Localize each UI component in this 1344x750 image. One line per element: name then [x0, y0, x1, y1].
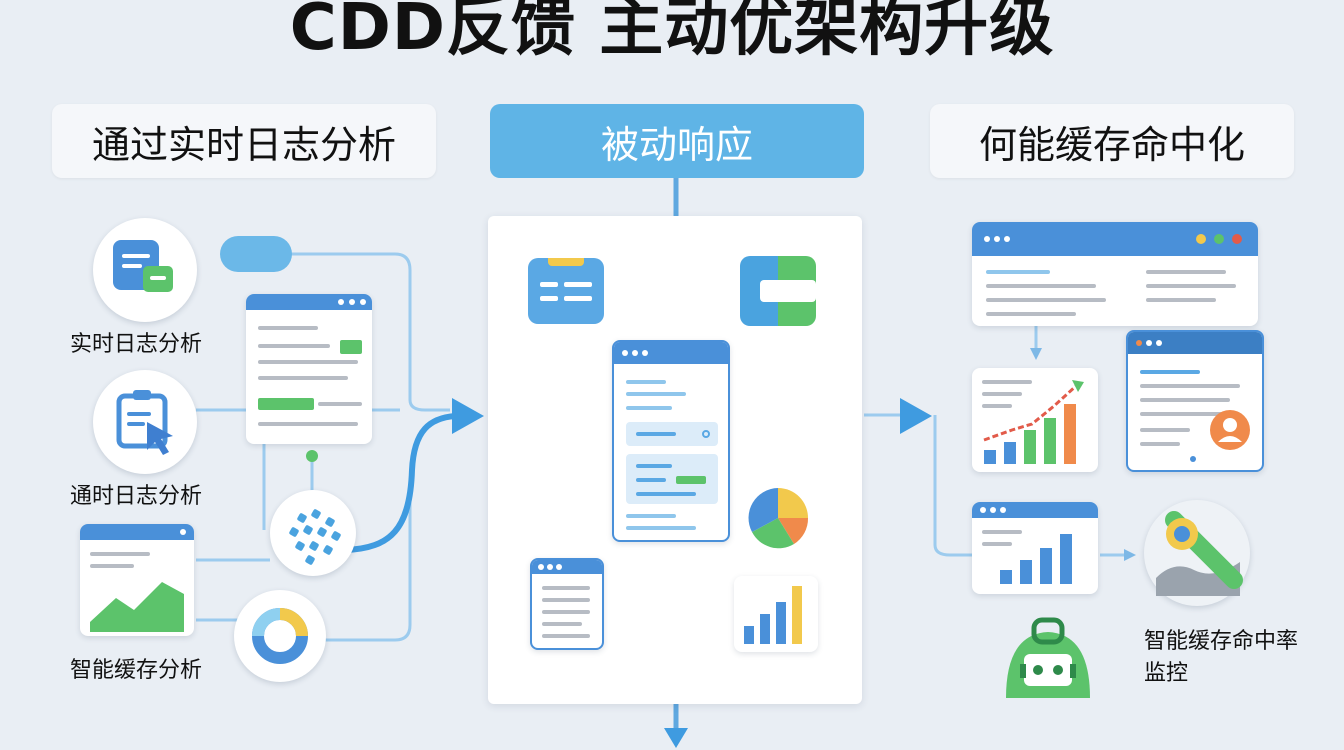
card-titlebar	[614, 342, 728, 364]
profile-card	[1126, 330, 1264, 472]
card-titlebar	[1128, 332, 1262, 354]
log-icon-circle	[93, 218, 197, 322]
clipboard-cursor-icon	[116, 390, 173, 455]
user-avatar-icon	[1210, 410, 1250, 450]
left-label-2: 通时日志分析	[70, 484, 203, 509]
dot-grid-icon	[289, 509, 341, 565]
server-icon	[528, 258, 604, 324]
card-titlebar	[80, 524, 194, 540]
metrics-bar-icon	[1000, 534, 1072, 584]
left-label-3: 智能缓存分析	[70, 658, 203, 683]
donut-chart-icon	[252, 608, 308, 664]
growth-chart-icon	[983, 380, 1084, 464]
card-titlebar	[972, 502, 1098, 518]
header-left: 通过实时日志分析	[52, 104, 436, 178]
network-icon-circle	[270, 490, 356, 576]
bar-chart-card	[734, 576, 818, 652]
right-label: 智能缓存命中率 监控	[1144, 629, 1299, 686]
header-center: 被动响应	[490, 104, 864, 178]
page-title: CDD反馈 主动优架构升级	[289, 0, 1055, 65]
log-card	[246, 294, 372, 444]
donut-icon-circle	[234, 590, 326, 682]
green-node-dot	[306, 450, 318, 462]
header-right-label: 何能缓存命中化	[978, 122, 1245, 167]
header-right: 何能缓存命中化	[930, 104, 1294, 178]
map-pin-icon	[1156, 511, 1243, 596]
document-icon	[113, 240, 173, 292]
cache-bag-icon	[1006, 617, 1090, 698]
left-label-1: 实时日志分析	[70, 332, 203, 357]
window-titlebar	[972, 222, 1258, 256]
cdn-logo-icon	[740, 256, 816, 326]
area-chart-icon	[90, 582, 184, 632]
pie-chart-icon	[748, 488, 809, 549]
right-top-window	[972, 222, 1258, 326]
bar-chart-icon	[744, 586, 802, 644]
map-icon-circle	[1144, 500, 1250, 606]
toggle-pill	[220, 236, 292, 272]
header-center-label: 被动响应	[600, 122, 753, 167]
trend-card	[80, 524, 194, 636]
list-card	[530, 558, 604, 650]
card-titlebar	[532, 560, 602, 574]
metrics-window	[972, 502, 1098, 594]
header-left-label: 通过实时日志分析	[91, 122, 396, 167]
card-titlebar	[246, 294, 372, 310]
analysis-icon-circle	[93, 370, 197, 474]
growth-chart-card	[972, 368, 1098, 472]
center-dashboard-card	[612, 340, 730, 542]
